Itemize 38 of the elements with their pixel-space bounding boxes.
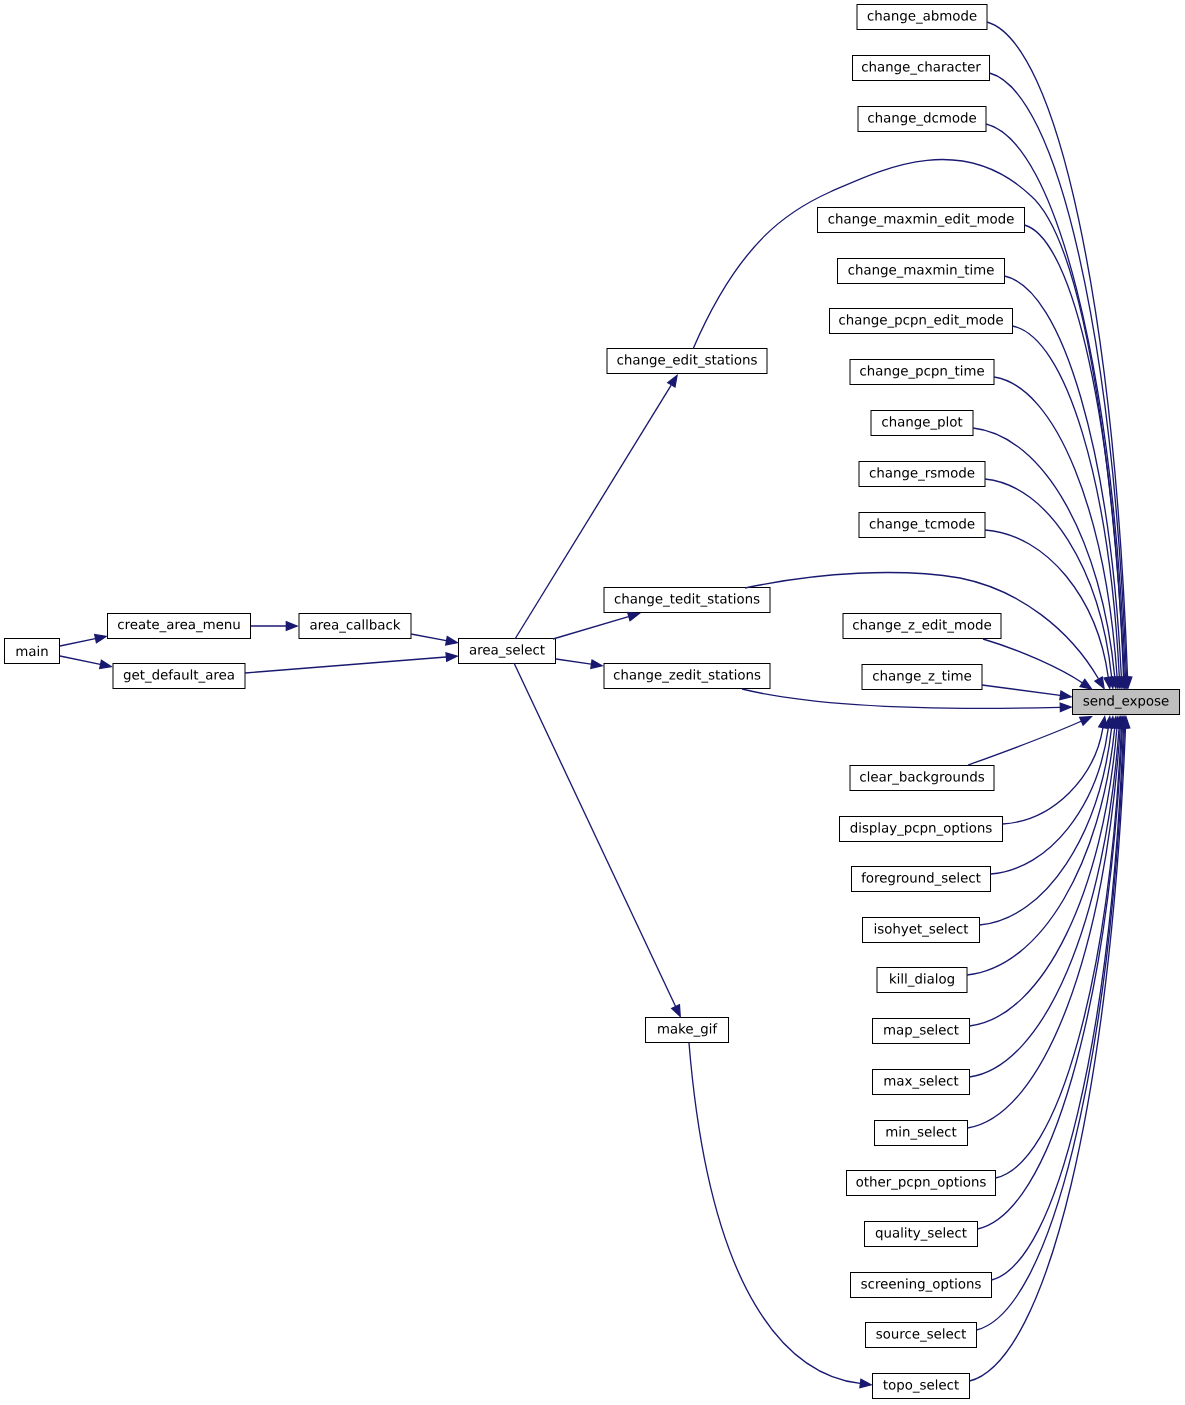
function-box: get_default_area [112, 663, 246, 689]
function-box: change_tcmode [858, 512, 986, 538]
function-box: change_edit_stations [606, 348, 768, 374]
function-box: max_select [872, 1069, 970, 1095]
function-box: quality_select [864, 1221, 978, 1247]
function-box: area_callback [298, 613, 412, 639]
function-box: foreground_select [851, 866, 991, 892]
function-box: source_select [865, 1322, 977, 1348]
function-box: map_select [872, 1018, 970, 1044]
arrow [514, 374, 678, 640]
function-box: min_select [874, 1120, 968, 1146]
function-box: other_pcpn_options [846, 1170, 996, 1196]
function-box: isohyet_select [862, 917, 980, 943]
highlighted-function-box: send_expose [1072, 689, 1180, 715]
function-box: change_maxmin_time [837, 258, 1005, 284]
function-box: area_select [458, 638, 556, 664]
function-box: change_pcpn_time [849, 359, 995, 385]
function-box: change_maxmin_edit_mode [817, 207, 1025, 233]
function-box: change_z_time [861, 664, 983, 690]
function-box: change_abmode [856, 4, 988, 30]
function-box: display_pcpn_options [839, 816, 1003, 842]
function-box: change_rsmode [858, 461, 986, 487]
function-box: change_zedit_stations [603, 663, 771, 689]
function-box: change_tedit_stations [603, 587, 771, 613]
function-box: create_area_menu [107, 613, 251, 639]
function-box: change_z_edit_mode [842, 613, 1002, 639]
function-box: kill_dialog [876, 967, 968, 993]
function-box: topo_select [872, 1373, 970, 1399]
function-box: change_character [852, 55, 990, 81]
function-box: change_pcpn_edit_mode [829, 308, 1013, 334]
arrow [744, 571, 1105, 690]
function-box: screening_options [850, 1272, 992, 1298]
function-box: main [4, 638, 60, 664]
function-box: make_gif [645, 1017, 729, 1043]
function-box: clear_backgrounds [849, 765, 995, 791]
function-box: change_dcmode [857, 106, 987, 132]
arrow [982, 638, 1093, 690]
function-box: change_plot [870, 410, 974, 436]
